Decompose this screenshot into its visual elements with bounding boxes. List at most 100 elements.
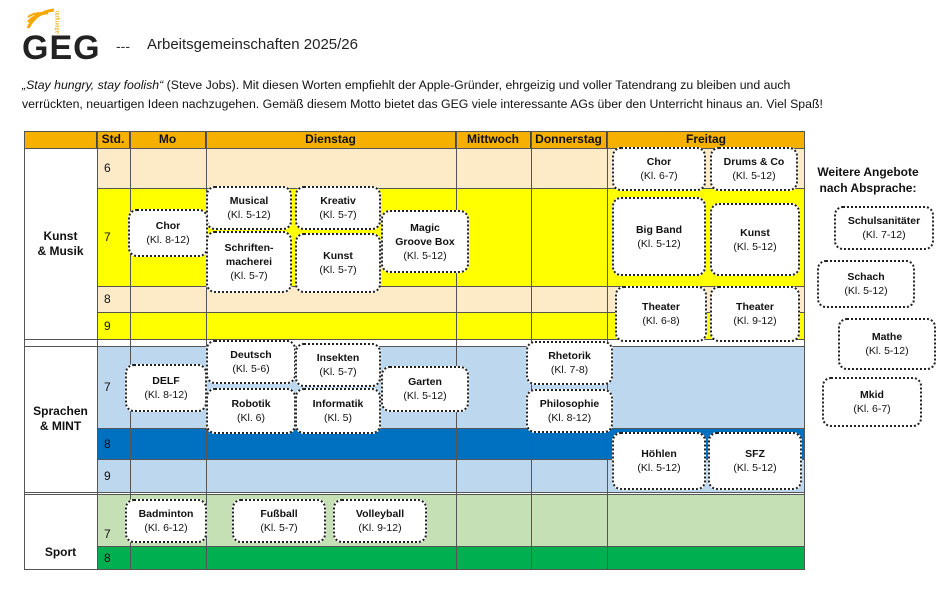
group-sport: Sport xyxy=(44,545,77,559)
ag-name: Informatik xyxy=(312,398,364,410)
extra-card-mathe[interactable]: Mathe(Kl. 5-12) xyxy=(838,318,936,370)
hour-sport-8: 8 xyxy=(104,551,111,565)
header-mo: Mo xyxy=(130,131,206,148)
ag-name: DELF xyxy=(152,375,180,387)
ag-name: Höhlen xyxy=(641,448,677,460)
side-title: Weitere Angebote nach Absprache: xyxy=(817,165,919,195)
ag-name: Volleyball xyxy=(355,508,405,520)
ag-card-informatik[interactable]: Informatik (Kl. 5) xyxy=(295,388,381,434)
ag-card-fussball[interactable]: Fußball(Kl. 5-7) xyxy=(232,499,326,543)
ag-card-volleyball[interactable]: Volleyball (Kl. 9-12) xyxy=(333,499,427,543)
ag-card-kunst-freitag[interactable]: Kunst(Kl. 5-12) xyxy=(710,203,800,276)
logo: attempto GEG xyxy=(22,8,102,67)
hour-kunst-9: 9 xyxy=(104,318,111,333)
ag-klasse: (Kl. 8-12) xyxy=(144,389,188,401)
ag-klasse: (Kl. 5-7) xyxy=(260,522,298,534)
ag-card-drums[interactable]: Drums & Co (Kl. 5-12) xyxy=(710,147,798,191)
extra-card-schach[interactable]: Schach (Kl. 5-12) xyxy=(817,260,915,308)
ag-name: Theater xyxy=(736,301,774,313)
ag-card-schriftenmacherei[interactable]: Schriften- macherei(Kl. 5-7) xyxy=(206,231,292,293)
ag-klasse: (Kl. 5-12) xyxy=(227,209,271,221)
group-kunst-musik: Kunst & Musik xyxy=(37,228,84,258)
ag-name: Drums & Co xyxy=(723,156,785,168)
ag-klasse: (Kl. 5-12) xyxy=(637,237,681,250)
ag-klasse: (Kl. 6-8) xyxy=(642,315,680,327)
extra-card-mkid[interactable]: Mkid (Kl. 6-7) xyxy=(822,377,922,427)
ag-name: Rhetorik xyxy=(548,350,591,362)
ag-name: Garten xyxy=(408,376,442,388)
header-std: Std. xyxy=(97,131,130,148)
ag-name: Mkid xyxy=(860,389,884,401)
intro-line2: verrückten, neuartigen Ideen nachzugehen… xyxy=(22,97,823,111)
ag-name: Insekten xyxy=(316,352,360,364)
header-dienstag: Dienstag xyxy=(206,131,456,148)
hour-sprachen-8: 8 xyxy=(104,436,111,451)
ag-card-deutsch[interactable]: Deutsch (Kl. 5-6) xyxy=(206,340,296,384)
ag-name: Deutsch xyxy=(230,349,272,361)
ag-klasse: (Kl. 7-8) xyxy=(550,364,589,376)
ag-card-chor-mo[interactable]: Chor(Kl. 8-12) xyxy=(128,209,208,257)
intro-line1: (Steve Jobs). Mit diesen Worten empfiehl… xyxy=(163,78,791,92)
hour-sport-7: 7 xyxy=(104,527,111,541)
hour-kunst-6: 6 xyxy=(104,161,111,175)
ag-name: SFZ xyxy=(745,448,765,460)
ag-name: Philosophie xyxy=(539,398,600,410)
ag-card-philosophie[interactable]: Philosophie (Kl. 8-12) xyxy=(526,389,613,433)
ag-name: Robotik xyxy=(231,398,271,410)
ag-card-theater-6-8[interactable]: Theater(Kl. 6-8) xyxy=(615,286,707,342)
ag-klasse: (Kl. 6-7) xyxy=(640,170,678,182)
header-freitag: Freitag xyxy=(607,131,805,148)
ag-name: Big Band xyxy=(635,223,683,236)
ag-klasse: (Kl. 5-6) xyxy=(232,363,270,375)
ag-card-sfz[interactable]: SFZ (Kl. 5-12) xyxy=(708,432,802,490)
ag-card-theater-9-12[interactable]: Theater(Kl. 9-12) xyxy=(710,286,800,342)
title-separator: --- xyxy=(116,38,130,54)
ag-card-delf[interactable]: DELF (Kl. 8-12) xyxy=(125,364,207,412)
logo-swoosh-icon xyxy=(26,8,55,29)
hour-kunst-7: 7 xyxy=(104,230,111,244)
ag-klasse: (Kl. 5-12) xyxy=(732,170,776,182)
ag-card-garten[interactable]: Garten (Kl. 5-12) xyxy=(381,366,469,412)
hour-sprachen-7: 7 xyxy=(104,380,111,394)
ag-klasse: (Kl. 5) xyxy=(323,412,352,424)
ag-name: Kunst xyxy=(323,250,353,262)
ag-card-rhetorik[interactable]: Rhetorik (Kl. 7-8) xyxy=(526,341,613,385)
ag-name: Magic Groove Box xyxy=(395,221,455,248)
intro-quote: „Stay hungry, stay foolish“ xyxy=(22,78,164,92)
ag-card-musical[interactable]: Musical (Kl. 5-12) xyxy=(206,186,292,230)
ag-name: Schach xyxy=(847,271,885,283)
ag-klasse: (Kl. 9-12) xyxy=(358,522,402,534)
ag-name: Kunst xyxy=(740,226,770,239)
ag-card-insekten[interactable]: Insekten(Kl. 5-7) xyxy=(295,343,381,387)
row-sport-7 xyxy=(97,494,805,546)
ag-klasse: (Kl. 5-12) xyxy=(733,462,777,474)
ag-klasse: (Kl. 5-7) xyxy=(319,264,357,276)
ag-name: Schulsanitäter xyxy=(847,215,921,227)
ag-card-chor-freitag[interactable]: Chor(Kl. 6-7) xyxy=(612,147,706,191)
ag-name: Musical xyxy=(229,195,269,207)
ag-klasse: (Kl. 6-7) xyxy=(853,403,891,415)
extra-card-schulsanitaeter[interactable]: Schulsanitäter (Kl. 7-12) xyxy=(834,206,934,250)
ag-klasse: (Kl. 5-12) xyxy=(403,390,447,402)
ag-klasse: (Kl. 8-12) xyxy=(547,412,592,424)
ag-card-robotik[interactable]: Robotik (Kl. 6) xyxy=(206,388,296,434)
ag-card-kreativ[interactable]: Kreativ(Kl. 5-7) xyxy=(295,186,381,230)
ag-name: Schriften- macherei xyxy=(224,242,274,268)
ag-klasse: (Kl. 7-12) xyxy=(862,229,906,241)
hour-kunst-8: 8 xyxy=(104,292,111,306)
ag-klasse: (Kl. 5-7) xyxy=(319,209,357,221)
ag-klasse: (Kl. 6) xyxy=(236,412,265,424)
ag-klasse: (Kl. 8-12) xyxy=(146,234,190,246)
ag-card-big-band[interactable]: Big Band(Kl. 5-12) xyxy=(612,197,706,276)
ag-card-badminton[interactable]: Badminton(Kl. 6-12) xyxy=(125,499,207,543)
page-title: Arbeitsgemeinschaften 2025/26 xyxy=(147,36,358,53)
logo-text: GEG xyxy=(22,29,101,67)
ag-klasse: (Kl. 5-12) xyxy=(733,240,777,253)
ag-card-magic-groove-box[interactable]: Magic Groove Box(Kl. 5-12) xyxy=(381,210,469,273)
ag-card-hoehlen[interactable]: Höhlen (Kl. 5-12) xyxy=(612,432,706,490)
ag-card-kunst-dienstag[interactable]: Kunst (Kl. 5-7) xyxy=(295,233,381,293)
ag-klasse: (Kl. 5-12) xyxy=(637,462,681,474)
ag-klasse: (Kl. 5-12) xyxy=(865,345,909,357)
ag-klasse: (Kl. 5-12) xyxy=(844,285,888,297)
group-sprachen-mint: Sprachen & MINT xyxy=(33,404,88,433)
